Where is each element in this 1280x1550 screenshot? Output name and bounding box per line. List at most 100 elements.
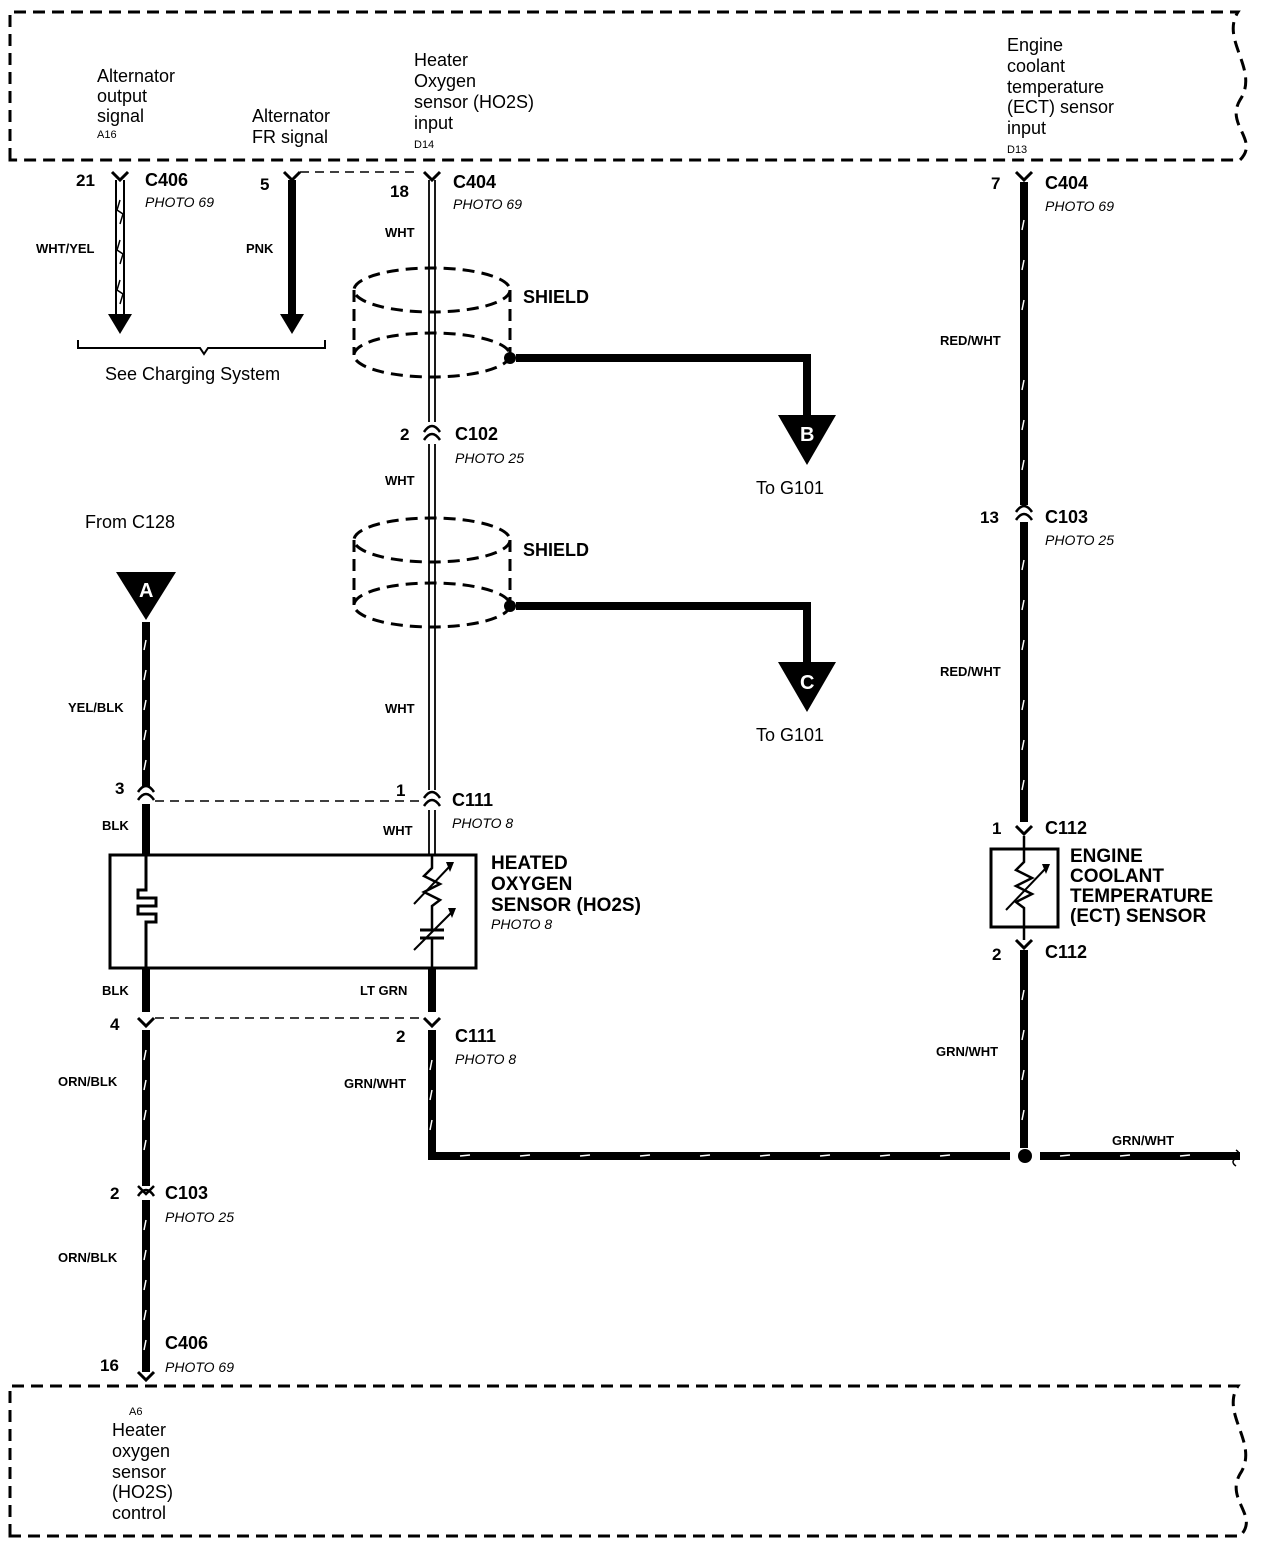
- connector-c111-2-symbol: [422, 1016, 442, 1029]
- charging-system-bracket: See Charging System: [77, 340, 326, 384]
- flag-a-icon: [116, 572, 176, 620]
- wire-label-grn-wht-1: GRN/WHT: [344, 1076, 406, 1091]
- shield-2-label: SHIELD: [523, 540, 589, 560]
- splice-point: [1018, 1149, 1032, 1163]
- ho2s-control-line5: control: [112, 1503, 166, 1523]
- wire-label-blk-1: BLK: [102, 818, 129, 833]
- to-g101-b: To G101: [756, 478, 824, 498]
- ho2s-line1: HEATED: [491, 853, 568, 874]
- thermistor-icon: [1013, 836, 1035, 940]
- c111-1-pin: 1: [396, 781, 405, 800]
- wire-label-orn-blk-1: ORN/BLK: [58, 1074, 118, 1089]
- top-control-module: Alternator output signal A16 Alternator …: [8, 10, 1248, 162]
- to-g101-c: To G101: [756, 725, 824, 745]
- wire-label-wht-2: WHT: [385, 473, 415, 488]
- c112-1-pin: 1: [992, 819, 1001, 838]
- connector-c112-2-symbol: [1014, 938, 1034, 951]
- shield-1-bottom: [352, 331, 512, 379]
- ho2s-control-line3: sensor: [112, 1462, 166, 1482]
- ect-input-line4: (ECT) sensor: [1007, 97, 1114, 117]
- c103-left-pin: 2: [110, 1184, 119, 1203]
- ho2s-signal-circuit: 18 C404 PHOTO 69 WHT SHIELD B To G101 2 …: [352, 170, 836, 855]
- c404-ho2s-name: C404: [453, 172, 496, 192]
- ho2s-input-line3: sensor (HO2S): [414, 92, 534, 112]
- wire-label-wht-yel: WHT/YEL: [36, 241, 95, 256]
- ect-line3: TEMPERATURE: [1070, 886, 1213, 907]
- ho2s-input-terminal: D14: [414, 139, 434, 151]
- c406-top-pin: 21: [76, 171, 95, 190]
- connector-c404-ect-symbol: [1014, 170, 1034, 183]
- c406-bottom-name: C406: [165, 1333, 208, 1353]
- wire-label-blk-2: BLK: [102, 983, 129, 998]
- c111-3-pin: 3: [115, 779, 124, 798]
- shield-2-top: [352, 516, 512, 564]
- ect-circuit: 7 C404 PHOTO 69 RED/WHT 13 C103 PHOTO 25…: [936, 170, 1213, 1148]
- c406-top-photo: PHOTO 69: [145, 194, 214, 210]
- wire-label-wht-1: WHT: [385, 225, 415, 240]
- flag-c-letter: C: [800, 672, 814, 694]
- arrow-down-icon: [108, 314, 132, 334]
- ect-line1: ENGINE: [1070, 846, 1143, 867]
- arrow-down-icon: [280, 314, 304, 334]
- c102-name: C102: [455, 424, 498, 444]
- wire-break-icon: [1232, 1149, 1240, 1167]
- c103-ect-name: C103: [1045, 507, 1088, 527]
- c111-2-photo: PHOTO 8: [455, 1051, 516, 1067]
- c404-ect-pin: 7: [991, 174, 1000, 193]
- ho2s-line2: OXYGEN: [491, 874, 572, 895]
- shield-2-bottom: [352, 581, 512, 629]
- ho2s-control-terminal: A6: [129, 1406, 142, 1418]
- c111-1-photo: PHOTO 8: [452, 815, 513, 831]
- c111-4-pin: 4: [110, 1015, 120, 1034]
- shield-1-label: SHIELD: [523, 287, 589, 307]
- alt-output-line3: signal: [97, 106, 144, 126]
- c111-2-pin: 2: [396, 1027, 405, 1046]
- wire-label-grn-wht-2: GRN/WHT: [936, 1044, 998, 1059]
- ho2s-input-line4: input: [414, 113, 453, 133]
- connector-c103-ect-symbol: [1014, 504, 1034, 521]
- fr-pin: 5: [260, 175, 269, 194]
- c112-1-name: C112: [1045, 818, 1087, 838]
- c111-2-name: C111: [455, 1026, 496, 1046]
- sensor-element-icon: [421, 855, 443, 930]
- ho2s-photo: PHOTO 8: [491, 916, 552, 932]
- ground-flag-b: [778, 415, 836, 465]
- ho2s-control-line4: (HO2S): [112, 1482, 173, 1502]
- from-c128-note: From C128: [85, 512, 175, 532]
- alt-output-line2: output: [97, 86, 147, 106]
- wire-label-pnk: PNK: [246, 241, 274, 256]
- c406-bottom-photo: PHOTO 69: [165, 1359, 234, 1375]
- c103-left-name: C103: [165, 1183, 208, 1203]
- wire-label-red-wht-1: RED/WHT: [940, 333, 1001, 348]
- bottom-control-module: A6 Heater oxygen sensor (HO2S) control: [8, 1384, 1248, 1538]
- connector-c111-1-symbol: [422, 790, 442, 807]
- ect-input-terminal: D13: [1007, 144, 1027, 156]
- connector-c406-bottom-symbol: [136, 1370, 156, 1383]
- ground-flag-c: [778, 662, 836, 712]
- heater-element-icon: [136, 855, 158, 968]
- wire-label-yel-blk: YEL/BLK: [68, 700, 124, 715]
- ho2s-input-line1: Heater: [414, 50, 468, 70]
- ho2s-line3: SENSOR (HO2S): [491, 895, 641, 916]
- alt-fr-line2: FR signal: [252, 127, 328, 147]
- ho2s-control-line2: oxygen: [112, 1441, 170, 1461]
- ho2s-lower-circuits: BLK 4 LT GRN 2 C111 PHOTO 8 ORN/BLK 2 C1…: [58, 968, 1240, 1383]
- ect-line2: COOLANT: [1070, 866, 1164, 887]
- ect-input-line1: Engine: [1007, 35, 1063, 55]
- c102-pin: 2: [400, 425, 409, 444]
- connector-c111-4-symbol: [136, 1016, 156, 1029]
- alt-output-line1: Alternator: [97, 66, 175, 86]
- c112-2-pin: 2: [992, 945, 1001, 964]
- flag-a-letter: A: [139, 580, 153, 602]
- c404-ho2s-pin: 18: [390, 182, 409, 201]
- c111-1-name: C111: [452, 790, 493, 810]
- alternator-fr-circuit: 5 PNK: [246, 170, 420, 334]
- c404-ect-photo: PHOTO 69: [1045, 198, 1114, 214]
- ect-input-line5: input: [1007, 118, 1046, 138]
- connector-c102-symbol: [422, 424, 442, 441]
- wire-label-orn-blk-2: ORN/BLK: [58, 1250, 118, 1265]
- ho2s-input-line2: Oxygen: [414, 71, 476, 91]
- alt-fr-line1: Alternator: [252, 106, 330, 126]
- wire-label-wht-4: WHT: [383, 823, 413, 838]
- wire-label-wht-3: WHT: [385, 701, 415, 716]
